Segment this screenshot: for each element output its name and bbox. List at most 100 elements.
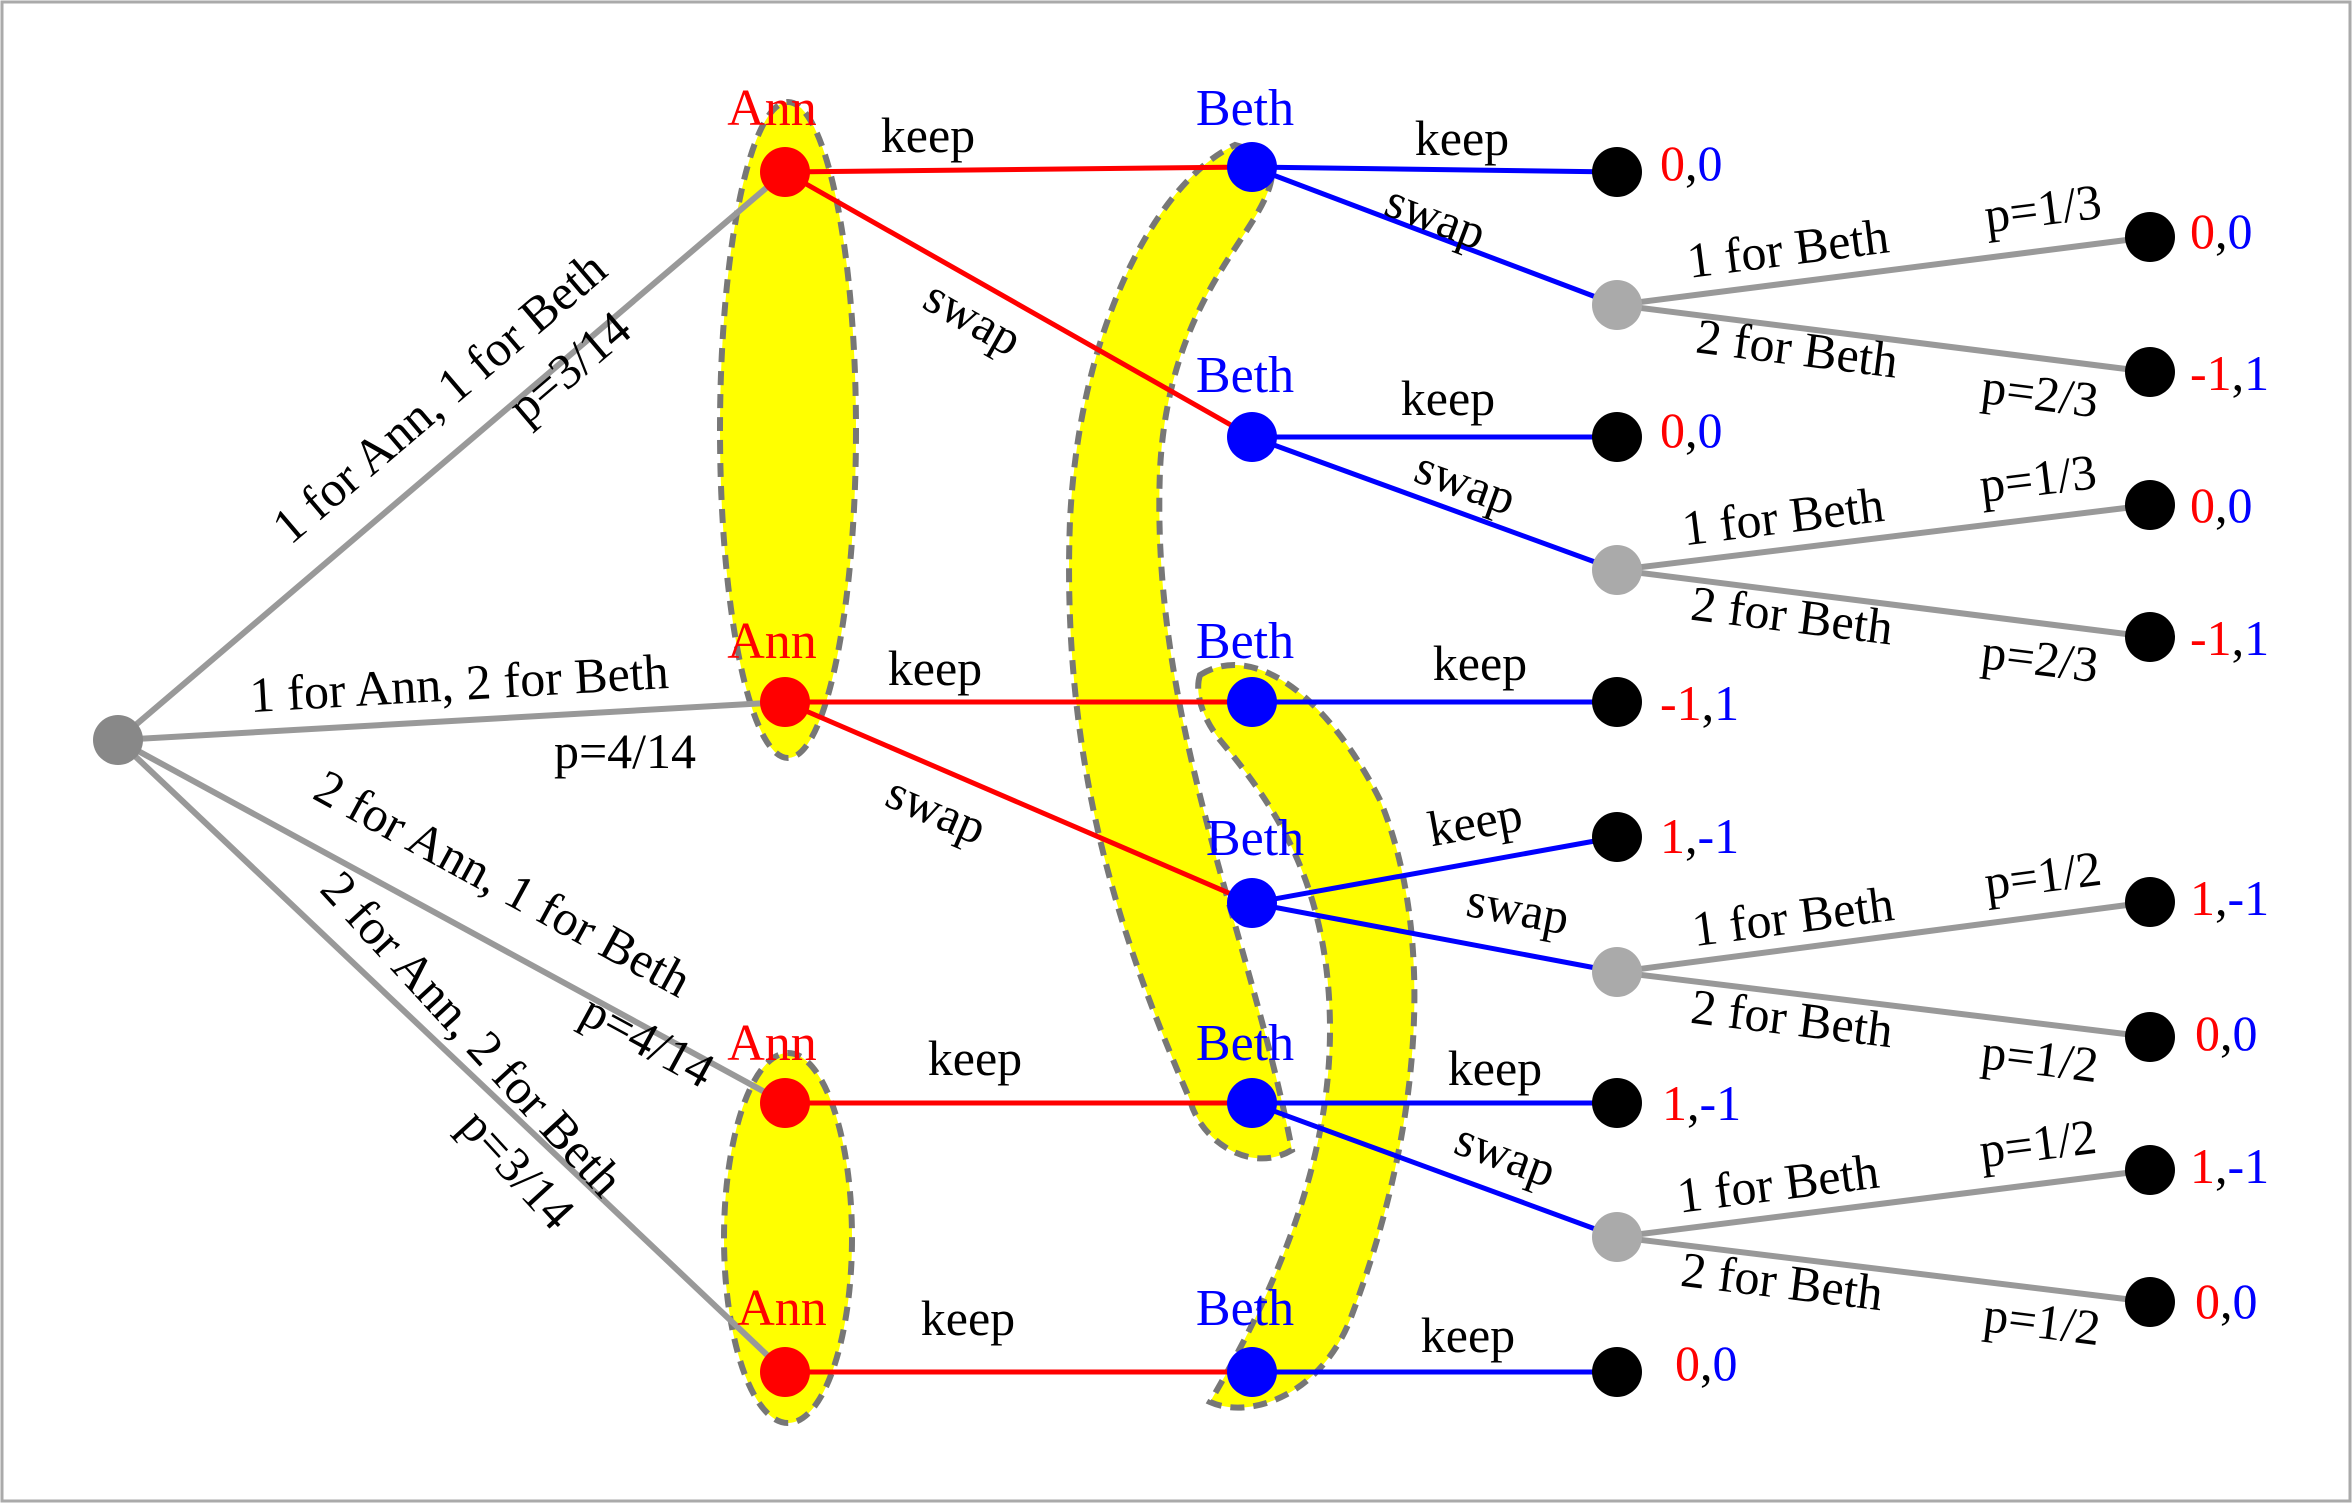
ann-label-1: Ann [727,80,817,137]
terminal-node-13 [2125,1277,2175,1327]
payoff-labels: 0,0 0,0 -1,1 0,0 0,0 -1,1 -1,1 1,-1 1,-1… [1660,135,2269,1391]
terminal-node-7 [1592,677,1642,727]
beth-node-3 [1227,677,1277,727]
payoff-7: -1,1 [1660,675,1739,731]
beth-label-1: Beth [1196,80,1294,137]
ann3-keep-label: keep [928,1030,1022,1086]
payoff-11: 1,-1 [1662,1075,1741,1131]
terminal-node-1 [1592,147,1642,197]
chance-edges [115,169,2151,1375]
terminal-node-5 [2125,480,2175,530]
information-sets [717,99,1418,1426]
payoff-13: 0,0 [2195,1273,2258,1329]
ann-node-1 [760,147,810,197]
terminal-node-3 [2125,347,2175,397]
terminal-node-8 [1592,812,1642,862]
beth-label-5: Beth [1196,1015,1294,1072]
edge-beth-draw-2a [1616,502,2151,573]
beth-label-6: Beth [1196,1280,1294,1337]
edge-beth2-swap [1251,434,1618,573]
beth-nodes [1227,142,1277,1397]
edge-beth4-keep [1251,834,1618,906]
edge-ann2-swap [784,699,1253,906]
beth-info-set-short [1195,662,1418,1411]
edge-beth1-swap [1251,164,1618,308]
edge-chance-2 [117,699,786,743]
terminal-node-2 [2125,212,2175,262]
beth1-keep-label: keep [1415,110,1509,166]
ann-info-set-top [717,99,859,761]
edge-ann1-keep [784,164,1253,175]
ann-nodes [760,147,810,1397]
beth-node-2 [1227,412,1277,462]
beth-label-3: Beth [1196,613,1294,670]
player-labels: Ann Ann Ann Ann Beth Beth Beth Beth Beth… [727,80,1304,1337]
ann2-keep-label: keep [888,640,982,696]
payoff-5: 0,0 [2190,477,2253,533]
beth-node-1 [1227,142,1277,192]
edge-beth-draw-1b [1616,302,2151,375]
terminal-node-10 [2125,1012,2175,1062]
beth-node-4 [1227,878,1277,928]
edge-chance-4 [115,737,788,1375]
payoff-1: 0,0 [1660,135,1723,191]
terminal-node-14 [1592,1347,1642,1397]
beth-draw-labels: 1 for Beth p=1/3 2 for Beth p=2/3 1 for … [1674,173,2105,1356]
payoff-9: 1,-1 [2190,870,2269,926]
terminal-nodes [1592,147,2175,1397]
terminal-node-11 [1592,1078,1642,1128]
terminal-node-6 [2125,612,2175,662]
edge-beth4-swap [1251,900,1618,975]
beth-edges [1251,164,1618,1375]
ann4-keep-label: keep [921,1290,1015,1346]
beth-node-6 [1227,1347,1277,1397]
edge-beth-draw-3a [1616,899,2151,975]
edge-chance-1 [116,169,787,743]
edge-ann1-swap [783,169,1254,440]
edge-beth-draw-3b [1616,969,2151,1040]
beth-draw-node-1 [1592,280,1642,330]
payoff-4: 0,0 [1660,402,1723,458]
beth-draw-node-3 [1592,947,1642,997]
beth-draw-node-2 [1592,545,1642,595]
ann-label-3: Ann [727,1015,817,1072]
edge-beth5-swap [1251,1100,1618,1240]
beth6-keep-label: keep [1421,1307,1515,1363]
edge-beth-draw-2b [1616,567,2151,640]
ann-label-4: Ann [737,1280,827,1337]
ann-label-2: Ann [727,613,817,670]
edge-beth1-keep [1251,164,1618,175]
terminal-node-9 [2125,877,2175,927]
beth2-keep-label: keep [1401,370,1495,426]
terminal-node-12 [2125,1145,2175,1195]
payoff-2: 0,0 [2190,203,2253,259]
payoff-10: 0,0 [2195,1005,2258,1061]
inner-chance-nodes [1592,280,1642,1262]
ann1-keep-label: keep [881,107,975,163]
beth-draw-node-4 [1592,1212,1642,1262]
ann-node-3 [760,1078,810,1128]
terminal-node-4 [1592,412,1642,462]
root-chance-node [93,715,143,765]
ann-info-set-bottom [721,1050,855,1426]
payoff-6: -1,1 [2190,610,2269,666]
payoff-8: 1,-1 [1660,808,1739,864]
edge-chance-3 [116,737,787,1106]
beth-node-5 [1227,1078,1277,1128]
beth3-keep-label: keep [1433,635,1527,691]
ann-edges [783,164,1254,1375]
edge-beth-draw-1a [1616,234,2151,308]
payoff-14: 0,0 [1675,1335,1738,1391]
payoff-3: -1,1 [2190,345,2269,401]
beth-info-set-long [1066,141,1296,1162]
ann-node-4 [760,1347,810,1397]
chance-move-2-prob: p=4/14 [554,723,696,779]
beth5-keep-label: keep [1448,1040,1542,1096]
beth-label-4: Beth [1206,810,1304,867]
beth-label-2: Beth [1196,347,1294,404]
payoff-12: 1,-1 [2190,1138,2269,1194]
edge-beth-draw-4a [1616,1167,2151,1240]
edge-beth-draw-4b [1616,1234,2151,1305]
ann-node-2 [760,677,810,727]
